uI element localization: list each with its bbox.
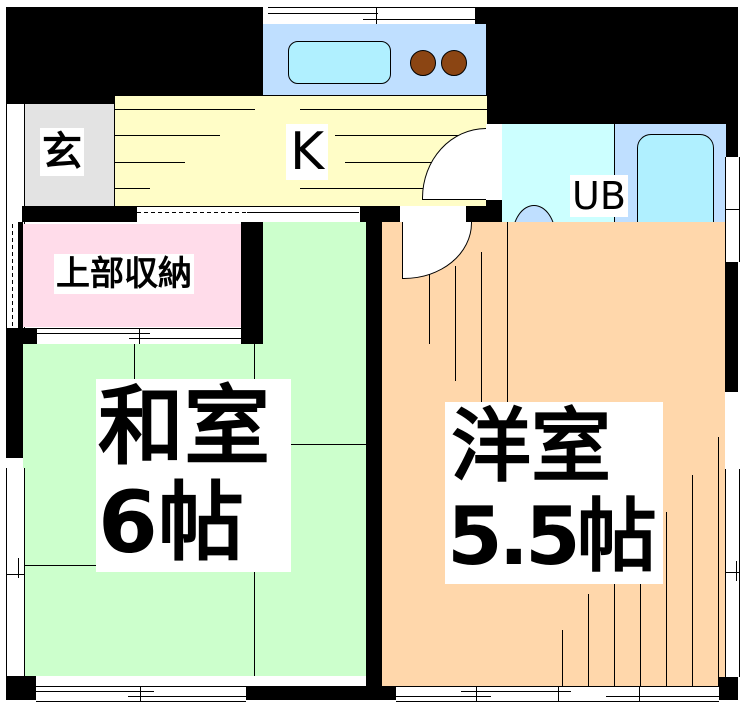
wall-storage-left xyxy=(18,222,23,328)
japanese-room-size: 6帖 xyxy=(98,473,244,573)
stove-burner-icon xyxy=(410,50,436,76)
entrance-label: 玄 xyxy=(40,128,84,176)
western-room-name: 洋室 xyxy=(451,400,611,493)
western-room-size: 5.5帖 xyxy=(447,490,657,583)
kitchen-counter xyxy=(263,24,486,96)
japanese-room-name: 和室 xyxy=(98,377,270,477)
wall-top-left-block xyxy=(6,7,263,104)
kitchen-label: K xyxy=(286,124,329,180)
wall-right-middle xyxy=(725,262,738,392)
window-left-lower xyxy=(6,468,25,676)
door-bath-opening xyxy=(486,124,502,200)
unit-bath-label: UB xyxy=(570,174,628,218)
western-room-label: 洋室 5.5帖 xyxy=(445,402,663,584)
wall-left-middle xyxy=(6,344,23,458)
wall-kitchen-bottom xyxy=(22,206,137,222)
wall-bottom-right xyxy=(719,677,738,700)
wall-room-divider xyxy=(366,206,382,700)
wall-storage-bottom-left xyxy=(6,328,37,344)
door-youshitsu-opening xyxy=(400,206,466,223)
window-youshitsu-bottom xyxy=(396,686,719,702)
wall-top-right-block xyxy=(475,7,738,124)
window-washitsu-bottom xyxy=(36,686,246,702)
wall-right-upper xyxy=(725,7,738,157)
japanese-room-label: 和室 6帖 xyxy=(96,379,291,572)
sink-icon xyxy=(288,41,391,84)
wall-bottom-left xyxy=(6,676,36,700)
window-youshitsu-right xyxy=(725,469,740,677)
wall-storage-right xyxy=(241,222,263,344)
door-storage xyxy=(37,328,241,345)
door-swing-youshitsu xyxy=(402,222,472,279)
japanese-room-upper xyxy=(263,222,366,344)
upper-storage-label: 上部収納 xyxy=(54,254,194,294)
wall-bottom-middle xyxy=(246,686,396,700)
window-bath-right xyxy=(725,157,740,262)
stove-burner-icon xyxy=(441,50,467,76)
